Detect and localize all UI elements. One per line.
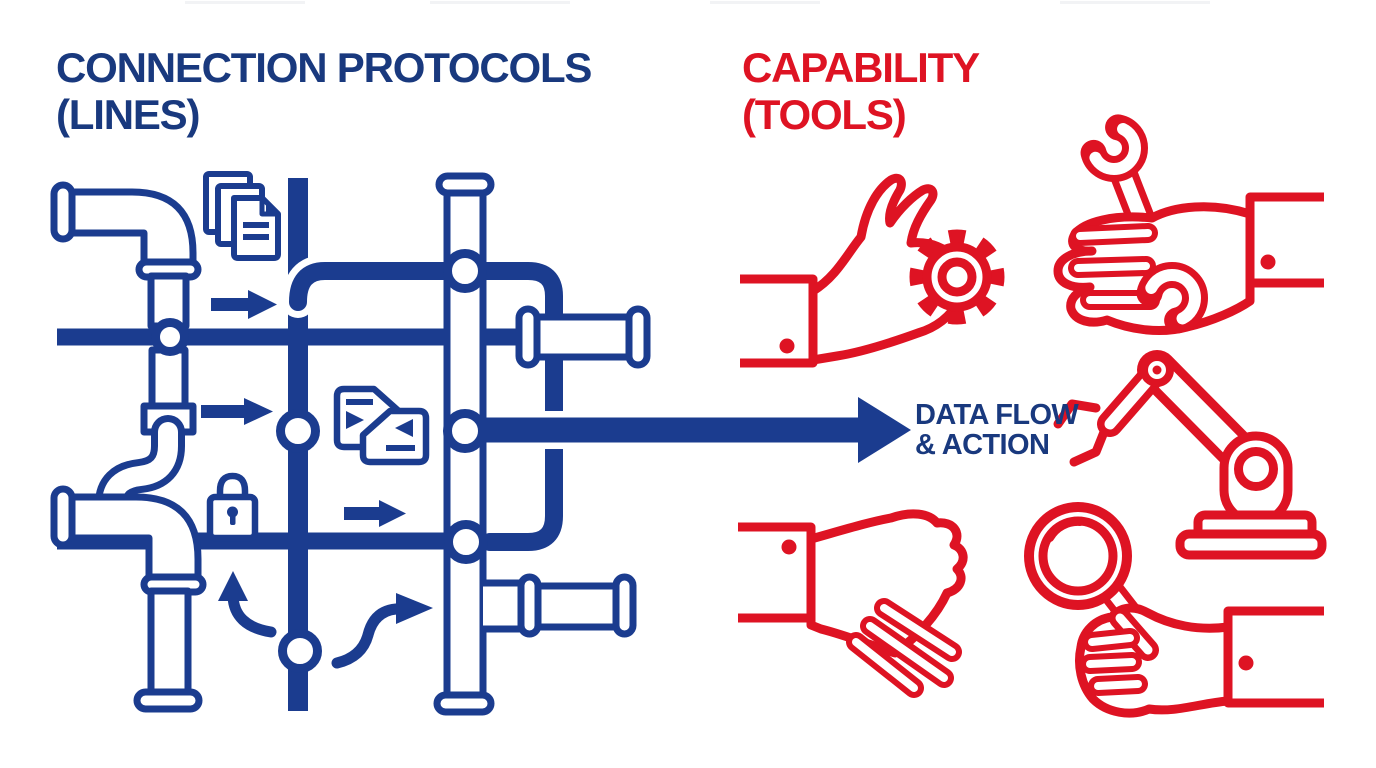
junction-node bbox=[151, 318, 189, 356]
reaching-hand-icon bbox=[738, 509, 968, 698]
curved-up-arrow bbox=[218, 571, 277, 638]
knuckle-lines bbox=[1080, 628, 1148, 696]
tags-icon bbox=[333, 385, 430, 466]
cuff-button bbox=[1260, 254, 1276, 270]
data-flow-label: DATA FLOW & ACTION bbox=[915, 399, 1079, 461]
sleeve bbox=[1245, 192, 1324, 288]
junction-node bbox=[444, 520, 488, 564]
junction-node bbox=[276, 409, 320, 453]
documents-icon bbox=[203, 171, 281, 261]
cuff-button bbox=[781, 539, 797, 555]
s-curve-arrow bbox=[331, 593, 433, 669]
left-title-line1: CONNECTION PROTOCOLS bbox=[56, 44, 592, 91]
top-edge-artifacts bbox=[0, 0, 1376, 6]
flow-label-line2: & ACTION bbox=[915, 428, 1050, 461]
hand-holding-wrench-icon bbox=[1053, 114, 1324, 335]
junction-node bbox=[278, 629, 322, 673]
small-right-arrow-3 bbox=[344, 500, 406, 527]
junction-node bbox=[443, 409, 487, 453]
small-right-arrow-1 bbox=[211, 290, 277, 319]
flow-label-line1: DATA FLOW bbox=[915, 399, 1079, 431]
flanged-pipe-right bbox=[515, 305, 651, 369]
robot-arm-icon bbox=[1053, 350, 1327, 560]
loop-pipe bbox=[282, 255, 570, 558]
pipe-network bbox=[50, 171, 921, 716]
sleeve bbox=[740, 274, 818, 368]
wrench-icon bbox=[1080, 114, 1208, 334]
sleeve bbox=[738, 522, 816, 623]
junction-node bbox=[443, 249, 487, 293]
finger-lines bbox=[846, 598, 962, 698]
left-title-line2: (LINES) bbox=[56, 91, 200, 139]
hand-holding-gear-icon bbox=[740, 173, 1005, 368]
elbow-pipe-top-left bbox=[50, 181, 202, 330]
right-panel-title: CAPABILITY (TOOLS) bbox=[742, 44, 980, 139]
elbow-pipe-bottom-left bbox=[50, 485, 207, 713]
right-title-line1: CAPABILITY bbox=[742, 44, 980, 91]
right-title-line2: (TOOLS) bbox=[742, 91, 907, 139]
tools-panel bbox=[738, 114, 1327, 718]
small-right-arrow-2 bbox=[201, 398, 273, 425]
cuff-button bbox=[1238, 655, 1254, 671]
data-flow-arrow bbox=[484, 389, 921, 471]
branch-pipe-bottom bbox=[483, 573, 637, 638]
gripper bbox=[1053, 399, 1109, 467]
magnifier-icon bbox=[1024, 502, 1132, 610]
sleeve bbox=[1223, 606, 1324, 708]
left-panel-title: CONNECTION PROTOCOLS (LINES) bbox=[56, 44, 592, 139]
lock-icon bbox=[206, 472, 259, 542]
gear-icon bbox=[909, 229, 1005, 325]
hand-holding-magnifier-icon bbox=[1024, 502, 1324, 718]
connector-pipe bbox=[95, 346, 197, 521]
cuff-button bbox=[779, 338, 795, 354]
junction-nodes bbox=[151, 249, 488, 673]
